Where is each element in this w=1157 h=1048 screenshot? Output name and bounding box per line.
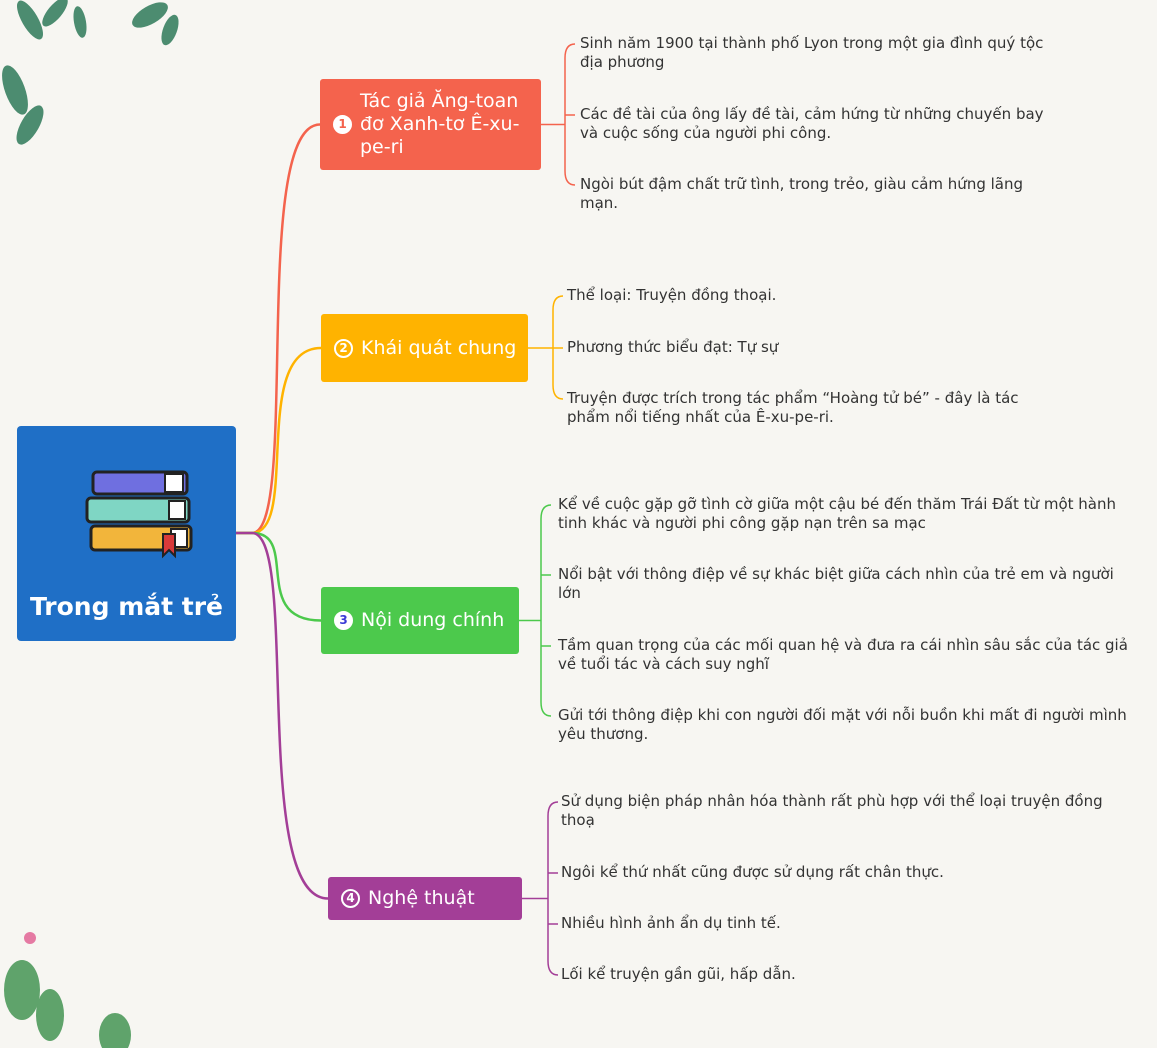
cactus-decoration-icon	[4, 932, 131, 1048]
leaf-item: Nhiều hình ảnh ẩn dụ tinh tế.	[561, 914, 781, 932]
topic-number-badge: 4	[341, 889, 360, 908]
topic-label: Nội dung chính	[361, 609, 505, 631]
leaf-item: Sinh năm 1900 tại thành phố Lyon trong m…	[580, 34, 1044, 71]
branch-connector	[236, 123, 321, 535]
root-topic[interactable]: Trong mắt trẻ	[17, 426, 236, 641]
topic-number-badge: 2	[334, 338, 353, 358]
topic-label: Nghệ thuật	[368, 887, 475, 909]
leaf-item: Tầm quan trọng của các mối quan hệ và đư…	[558, 636, 1128, 673]
leaf-decoration-icon	[2, 0, 179, 145]
leaf-item: Ngôi kể thứ nhất cũng được sử dụng rất c…	[561, 863, 944, 881]
leaf-item: Nổi bật với thông điệp về sự khác biệt g…	[558, 565, 1114, 602]
topic-2[interactable]: 2 Khái quát chung	[321, 314, 528, 382]
leaf-item: Thể loại: Truyện đồng thoại.	[567, 286, 777, 304]
topic-3[interactable]: 3 Nội dung chính	[321, 587, 519, 654]
leaf-item: Sử dụng biện pháp nhân hóa thành rất phù…	[561, 792, 1103, 829]
branch-connector	[236, 531, 322, 622]
leaf-item: Các đề tài của ông lấy đề tài, cảm hứng …	[580, 105, 1044, 142]
topic-label: Tác giả Ăng-toan đơ Xanh-tơ Ê-xu-pe-ri	[360, 90, 520, 158]
leaf-item: Ngòi bút đậm chất trữ tình, trong trẻo, …	[580, 175, 1023, 212]
branch-connector	[236, 531, 329, 900]
topic-number-badge: 1	[333, 115, 352, 134]
topic-label: Khái quát chung	[361, 336, 517, 359]
leaf-bracket	[547, 801, 559, 976]
leaf-item: Phương thức biểu đạt: Tự sự	[567, 338, 779, 356]
leaf-bracket	[540, 504, 552, 717]
topic-1[interactable]: 1 Tác giả Ăng-toan đơ Xanh-tơ Ê-xu-pe-ri	[320, 79, 541, 170]
root-title: Trong mắt trẻ	[29, 592, 224, 621]
topic-4[interactable]: 4 Nghệ thuật	[328, 877, 522, 920]
leaf-item: Truyện được trích trong tác phẩm “Hoàng …	[567, 389, 1019, 426]
leaf-item: Lối kể truyện gần gũi, hấp dẫn.	[561, 965, 796, 983]
leaf-item: Gửi tới thông điệp khi con người đối mặt…	[558, 706, 1127, 743]
topic-number-badge: 3	[334, 611, 353, 630]
books-icon	[85, 470, 193, 559]
branch-connector	[236, 346, 322, 535]
leaf-item: Kể về cuộc gặp gỡ tình cờ giữa một cậu b…	[558, 495, 1116, 532]
